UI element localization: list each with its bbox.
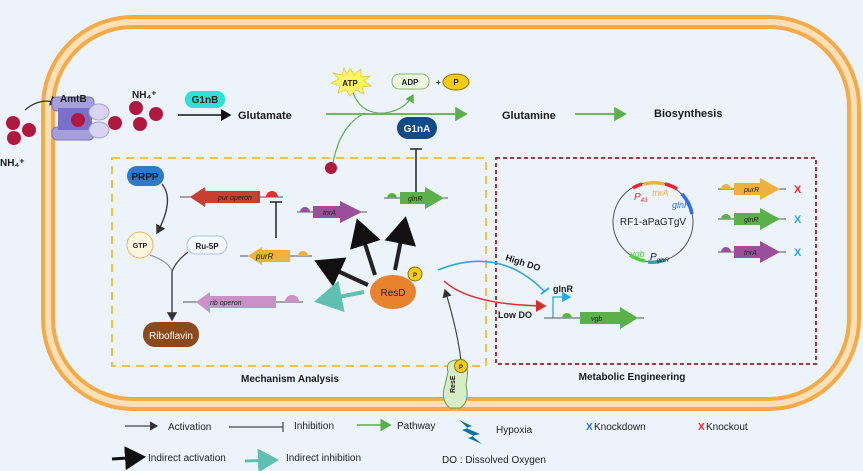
glna-label: G1nA — [404, 124, 431, 135]
rese-sensor — [442, 359, 468, 409]
ammonium-molecules-inside — [129, 101, 163, 131]
phosphate-label: P — [453, 78, 459, 87]
low-do-label: Low DO — [498, 310, 532, 320]
legend-knockout: Knockout — [706, 422, 748, 433]
ammonium-molecules-outside — [6, 116, 36, 145]
glutamine-label: Glutamine — [502, 110, 556, 122]
high-do-label: High DO — [504, 252, 541, 273]
glnb-label: G1nB — [192, 95, 219, 106]
legend-do-note: DO : Dissolved Oxygen — [442, 455, 546, 466]
plasmid-map — [612, 180, 694, 264]
rib-operon-label: rib operon — [210, 300, 242, 307]
legend-inhibition: Inhibition — [294, 421, 334, 432]
legend-hypoxia: Hypoxia — [496, 425, 533, 436]
knockdown-x-icon: X — [586, 422, 593, 433]
mechanism-title: Mechanism Analysis — [241, 374, 339, 385]
prpp-node — [127, 166, 164, 186]
pur-operon-label: pur operon — [217, 195, 252, 202]
glnb-enzyme — [185, 91, 225, 108]
glnr-gene — [384, 187, 448, 209]
plasmid-pglnr-label: PglnR — [650, 252, 670, 264]
glnr-label: glnR — [408, 196, 422, 203]
edited-gene-label: tnrA — [744, 250, 757, 257]
hypoxia-icon — [459, 420, 482, 444]
glutamate-label: Glutamate — [238, 110, 292, 122]
resd-regulator — [314, 216, 423, 313]
resd-phospho-label: P — [413, 273, 417, 279]
amtb-label: AmtB — [60, 94, 87, 105]
phosphate-circle — [442, 73, 470, 91]
prpp-label: PRPP — [131, 172, 159, 183]
edited-gene-label: purR — [743, 187, 759, 194]
plasmid-name: RF1-aPaGTgV — [620, 217, 686, 228]
plasmid-p43-label: P43 — [634, 192, 648, 204]
rese-label: ResE — [450, 375, 457, 393]
plasmid-vgb-label: vgb — [630, 249, 645, 259]
gtp-node — [126, 231, 154, 259]
legend-indirect-activation: Indirect activation — [148, 453, 226, 464]
edited-gene-purR: purR X — [718, 178, 802, 200]
ru5p-label: Ru-5P — [195, 242, 219, 251]
legend: Activation Inhibition Pathway Hypoxia X … — [111, 418, 748, 471]
rese-phospho-label: P — [459, 365, 463, 371]
plasmid-tnra-label: tnrA — [652, 188, 669, 198]
atp-burst — [329, 66, 373, 97]
vgb-label: vgb — [591, 316, 602, 323]
adp-box — [391, 73, 430, 90]
edited-gene-label: glnR — [744, 217, 758, 224]
ammonium-outside-label: NH₄⁺ — [0, 158, 25, 169]
legend-knockdown: Knockdown — [594, 422, 646, 433]
tnra-gene — [297, 201, 367, 223]
resd-label: ResD — [380, 288, 405, 299]
biosynthesis-label: Biosynthesis — [654, 108, 722, 120]
plus-label: + — [436, 78, 441, 87]
ammonium-inside-label: NH₄⁺ — [132, 90, 157, 101]
edited-gene-tnrA: tnrA X — [718, 241, 802, 263]
engineering-box — [495, 157, 817, 365]
adp-label: ADP — [402, 78, 420, 87]
knockdown-x-icon: X — [794, 214, 802, 226]
edited-gene-glnR: glnR X — [718, 208, 802, 230]
purr-label: purR — [255, 252, 274, 261]
plasmid-glnr-label: glnR — [672, 200, 691, 210]
gtp-label: GTP — [133, 243, 148, 250]
legend-pathway: Pathway — [397, 421, 435, 432]
ru5p-node — [186, 235, 228, 255]
pur-operon-gene — [180, 187, 283, 207]
legend-indirect-inhibition: Indirect inhibition — [286, 453, 361, 464]
knockout-x-icon: X — [698, 422, 705, 433]
atp-label: ATP — [342, 79, 358, 88]
vgb-gene — [544, 307, 644, 329]
knockout-x-icon: X — [794, 184, 802, 196]
tnra-label: tnrA — [323, 210, 336, 217]
rib-operon-gene — [183, 292, 303, 313]
engineering-title: Metabolic Engineering — [579, 372, 686, 383]
knockdown-x-icon: X — [794, 247, 802, 259]
riboflavin-node — [143, 322, 199, 347]
legend-activation: Activation — [168, 422, 211, 433]
amtb-transporter — [51, 96, 110, 141]
riboflavin-label: Riboflavin — [149, 331, 193, 342]
promoter-glnr-label: glnR — [553, 284, 573, 294]
purr-gene — [240, 247, 312, 265]
glna-enzyme — [397, 117, 437, 139]
